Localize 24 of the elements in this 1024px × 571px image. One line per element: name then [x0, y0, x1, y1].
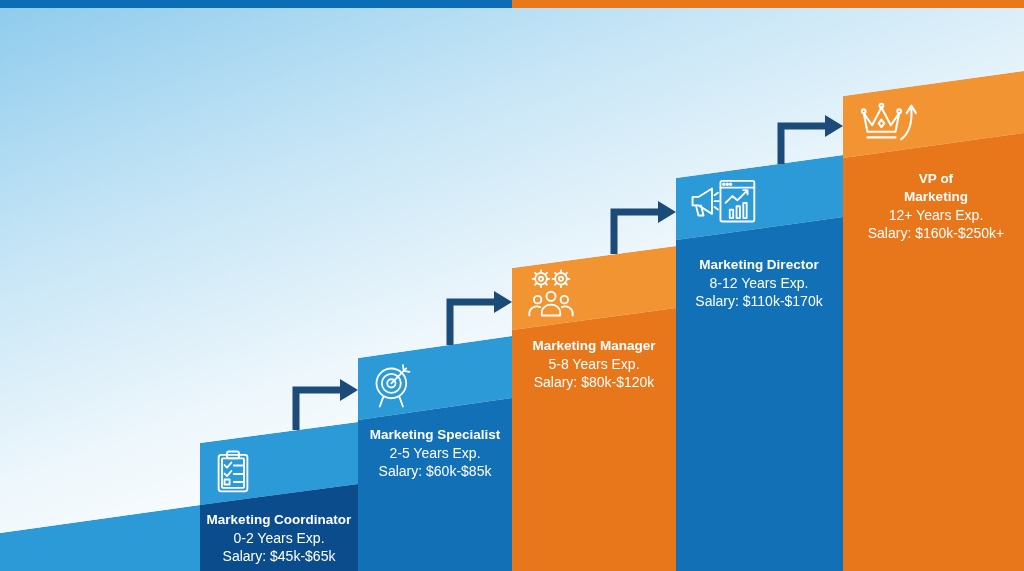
stair-step — [200, 422, 358, 571]
experience-text: 5-8 Years Exp. — [548, 355, 640, 373]
job-title: Marketing Specialist — [369, 426, 501, 444]
stair-step — [0, 505, 200, 571]
stair-step — [358, 336, 512, 571]
experience-text: 2-5 Years Exp. — [389, 444, 481, 462]
arrow — [777, 115, 843, 164]
job-title: Marketing Director — [699, 256, 819, 274]
job-title: Marketing Manager — [532, 337, 656, 355]
salary-text: Salary: $160k-$250k+ — [867, 224, 1005, 242]
stair-step — [512, 246, 676, 571]
experience-text: 12+ Years Exp. — [888, 206, 984, 224]
salary-text: Salary: $110k-$170k — [695, 292, 823, 310]
arrow — [610, 201, 676, 254]
salary-text: Salary: $60k-$85k — [378, 462, 492, 480]
salary-text: Salary: $80k-$120k — [533, 373, 655, 391]
stair-step — [676, 155, 843, 571]
experience-text: 0-2 Years Exp. — [233, 529, 325, 547]
arrow — [446, 291, 512, 345]
stair-step — [843, 71, 1024, 571]
job-title: Marketing Coordinator — [206, 511, 352, 529]
salary-text: Salary: $45k-$65k — [222, 547, 336, 565]
job-title: VP of Marketing — [903, 170, 969, 206]
experience-text: 8-12 Years Exp. — [709, 274, 809, 292]
